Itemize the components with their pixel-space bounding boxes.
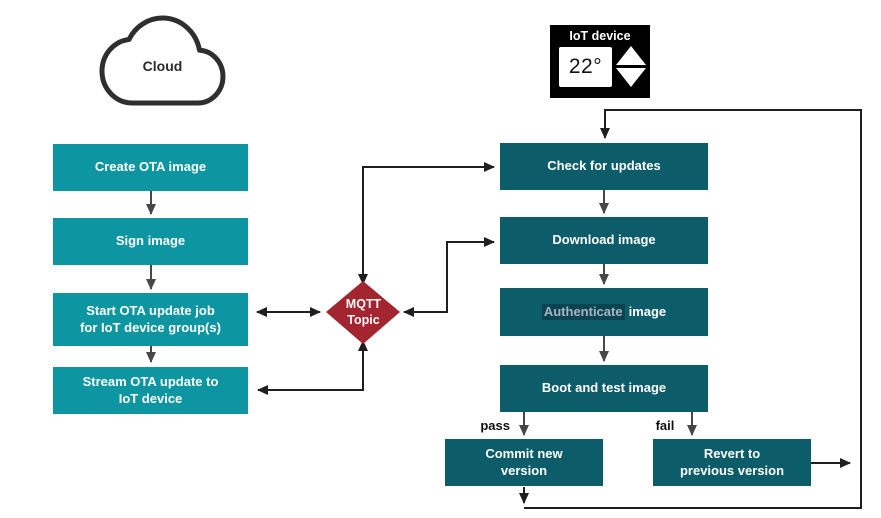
down-triangle-icon xyxy=(616,68,646,87)
node-authenticate-image: Authenticate image xyxy=(500,288,708,336)
mqtt-topic-label: MQTT Topic xyxy=(345,297,382,327)
pass-branch-label: pass xyxy=(480,418,510,433)
mqtt-topic-diamond xyxy=(326,281,400,344)
node-stream-ota-update: Stream OTA update to IoT device xyxy=(53,367,248,414)
node-boot-and-test-image: Boot and test image xyxy=(500,365,708,412)
node-start-ota-update-job: Start OTA update job for IoT device grou… xyxy=(53,293,248,346)
authenticate-highlighted-word: Authenticate xyxy=(541,303,625,321)
iot-device-box: IoT device 22° xyxy=(550,25,650,98)
iot-device-label: IoT device xyxy=(569,29,631,43)
node-sign-image: Sign image xyxy=(53,218,248,265)
temperature-display: 22° xyxy=(559,47,612,87)
up-triangle-icon xyxy=(616,46,646,65)
cloud-icon xyxy=(102,18,223,103)
node-download-image: Download image xyxy=(500,217,708,264)
cloud-label: Cloud xyxy=(142,58,183,74)
node-check-for-updates: Check for updates xyxy=(500,143,708,190)
node-commit-new-version: Commit new version xyxy=(445,439,603,486)
fail-branch-label: fail xyxy=(655,418,675,433)
mqtt-and-loop-arrows xyxy=(256,109,862,509)
node-revert-previous-version: Revert to previous version xyxy=(653,439,811,486)
authenticate-rest-word: image xyxy=(628,303,667,319)
connector-arrows xyxy=(146,190,697,436)
node-create-ota-image: Create OTA image xyxy=(53,144,248,191)
